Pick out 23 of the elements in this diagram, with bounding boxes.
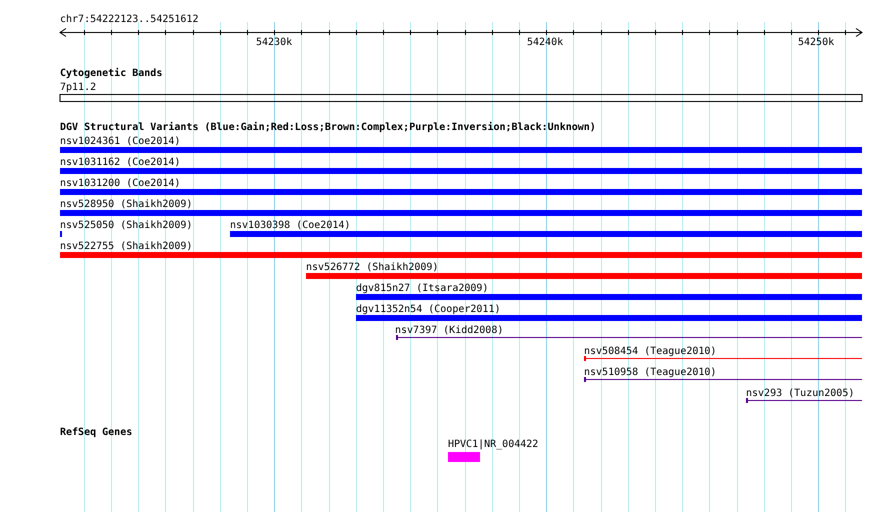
tick-label: 54250k xyxy=(798,37,834,48)
track-title: RefSeq Genes xyxy=(60,427,132,438)
band-label: 7p11.2 xyxy=(60,82,96,93)
tick-label: 54240k xyxy=(527,37,564,48)
track-title: Cytogenetic Bands xyxy=(60,68,162,79)
variant-label: nsv526772 (Shaikh2009) xyxy=(306,262,438,273)
variant-label: dgv11352n54 (Cooper2011) xyxy=(356,304,500,315)
variant-label: dgv815n27 (Itsara2009) xyxy=(356,283,488,294)
variant-label: nsv1031162 (Coe2014) xyxy=(60,157,180,168)
variant-label: nsv508454 (Teague2010) xyxy=(584,346,716,357)
variant-label: nsv528950 (Shaikh2009) xyxy=(60,199,192,210)
variant-label: nsv525050 (Shaikh2009) xyxy=(60,220,192,231)
variant-label: nsv1031200 (Coe2014) xyxy=(60,178,180,189)
coordinate-label: chr7:54222123..54251612 xyxy=(60,14,198,25)
variant-label: nsv510958 (Teague2010) xyxy=(584,367,716,378)
variant-label: nsv1030398 (Coe2014) xyxy=(230,220,350,231)
variant-label: nsv293 (Tuzun2005) xyxy=(746,388,854,399)
variant-label: nsv522755 (Shaikh2009) xyxy=(60,241,192,252)
variant-label: nsv1024361 (Coe2014) xyxy=(60,136,180,147)
track-title: DGV Structural Variants (Blue:Gain;Red:Loss;Brown:Complex;Purple:Inversion;Black:Unknown) xyxy=(60,122,596,133)
variant-label: nsv7397 (Kidd2008) xyxy=(395,325,504,336)
gene-label: HPVC1|NR_004422 xyxy=(448,439,538,450)
tick-label: 54230k xyxy=(256,37,292,48)
